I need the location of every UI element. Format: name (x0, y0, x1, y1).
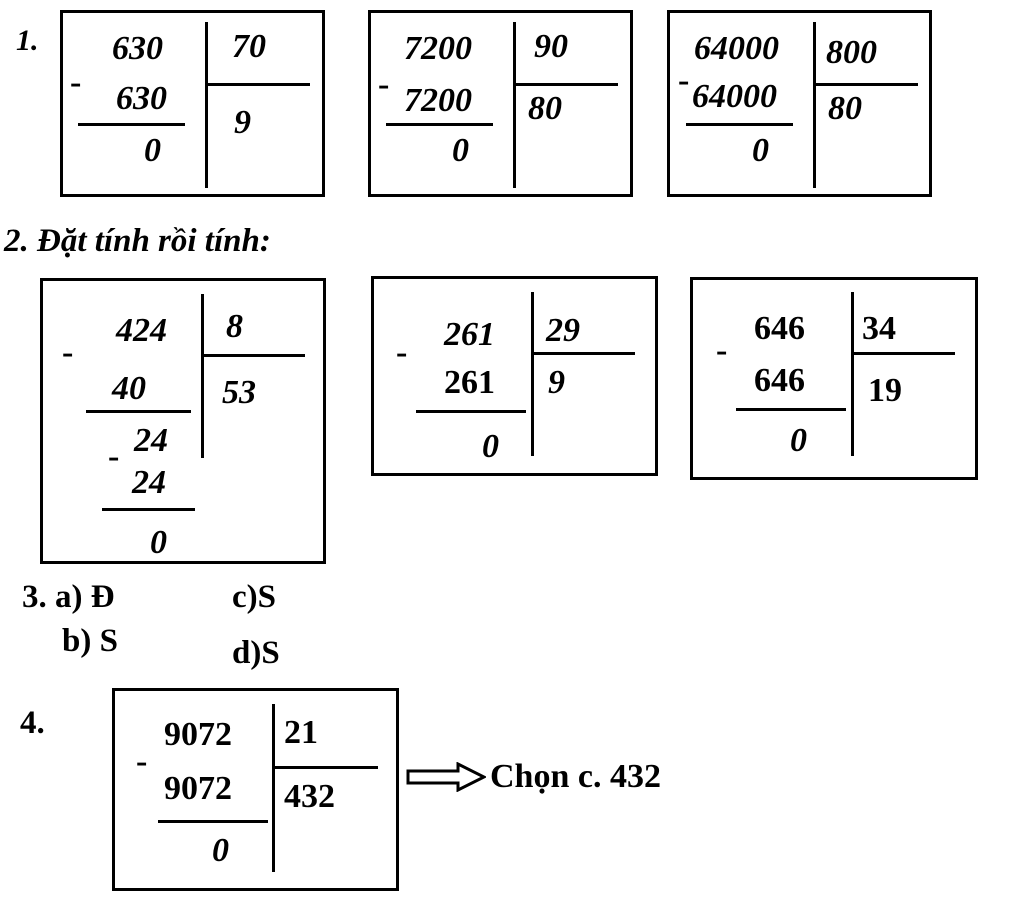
division-bar-vertical (531, 292, 534, 456)
dividend: 646 (754, 310, 805, 347)
divisor: 8 (226, 308, 243, 345)
divisor: 70 (232, 28, 266, 65)
divisor: 800 (826, 34, 877, 71)
division-bar-horizontal (272, 766, 378, 769)
divisor: 90 (534, 28, 568, 65)
division-bar-horizontal (531, 352, 635, 355)
dividend: 424 (116, 312, 167, 349)
dividend: 7200 (404, 30, 472, 67)
first-product: 40 (112, 370, 146, 407)
product: 9072 (164, 770, 232, 807)
quotient: 53 (222, 374, 256, 411)
product: 646 (754, 362, 805, 399)
divisor: 29 (546, 312, 580, 349)
quotient: 19 (868, 372, 902, 409)
division-box-2c (690, 277, 978, 480)
subtraction-line (736, 408, 846, 411)
subtraction-line (416, 410, 526, 413)
minus-sign: - (70, 64, 82, 101)
division-bar-vertical (272, 704, 275, 872)
division-box-1b (368, 10, 633, 197)
product: 630 (116, 80, 167, 117)
division-bar-vertical (201, 294, 204, 458)
remainder: 0 (212, 832, 229, 869)
division-box-4 (112, 688, 399, 891)
section-2-label: 2. Đặt tính rồi tính: (4, 223, 271, 259)
section-4-label: 4. (20, 705, 45, 741)
remainder: 0 (790, 422, 807, 459)
subtraction-line (686, 123, 793, 126)
section-1-label: 1. (16, 24, 39, 57)
minus-sign: - (136, 743, 148, 780)
subtraction-line (102, 508, 195, 511)
division-bar-horizontal (513, 83, 618, 86)
divisor: 34 (862, 310, 896, 347)
minus-sign: - (716, 332, 728, 369)
subtraction-line (386, 123, 493, 126)
minus-sign: - (378, 66, 390, 103)
answer-3a: 3. a) Đ (22, 579, 115, 615)
answer-3d: d)S (232, 635, 280, 671)
quotient: 80 (528, 90, 562, 127)
product: 261 (444, 364, 495, 401)
division-box-1a (60, 10, 325, 197)
division-bar-vertical (813, 22, 816, 188)
subtraction-line (86, 410, 191, 413)
remainder: 0 (150, 524, 167, 561)
final-answer: Chọn c. 432 (490, 758, 661, 795)
division-bar-horizontal (813, 83, 918, 86)
divisor: 21 (284, 714, 318, 751)
division-bar-horizontal (205, 83, 310, 86)
division-bar-horizontal (201, 354, 305, 357)
quotient: 9 (548, 364, 565, 401)
quotient: 9 (234, 104, 251, 141)
quotient: 80 (828, 90, 862, 127)
minus-sign: - (678, 62, 690, 99)
remainder: 0 (752, 132, 769, 169)
arrow-right-icon (406, 762, 486, 792)
division-box-2b (371, 276, 658, 476)
dividend: 9072 (164, 716, 232, 753)
dividend: 64000 (694, 30, 779, 67)
subtraction-line (158, 820, 268, 823)
minus-sign: - (108, 438, 120, 475)
remainder: 0 (482, 428, 499, 465)
dividend: 630 (112, 30, 163, 67)
subtraction-line (78, 123, 185, 126)
division-bar-vertical (205, 22, 208, 188)
dividend: 261 (444, 316, 495, 353)
partial-remainder: 24 (134, 422, 168, 459)
answer-3c: c)S (232, 579, 276, 615)
answer-3b: b) S (62, 623, 118, 659)
quotient: 432 (284, 778, 335, 815)
division-box-1c (667, 10, 932, 197)
division-bar-horizontal (851, 352, 955, 355)
second-product: 24 (132, 464, 166, 501)
product: 64000 (692, 78, 777, 115)
product: 7200 (404, 82, 472, 119)
division-bar-vertical (851, 292, 854, 456)
division-box-2a (40, 278, 326, 564)
remainder: 0 (144, 132, 161, 169)
minus-sign: - (396, 334, 408, 371)
division-bar-vertical (513, 22, 516, 188)
minus-sign: - (62, 334, 74, 371)
remainder: 0 (452, 132, 469, 169)
